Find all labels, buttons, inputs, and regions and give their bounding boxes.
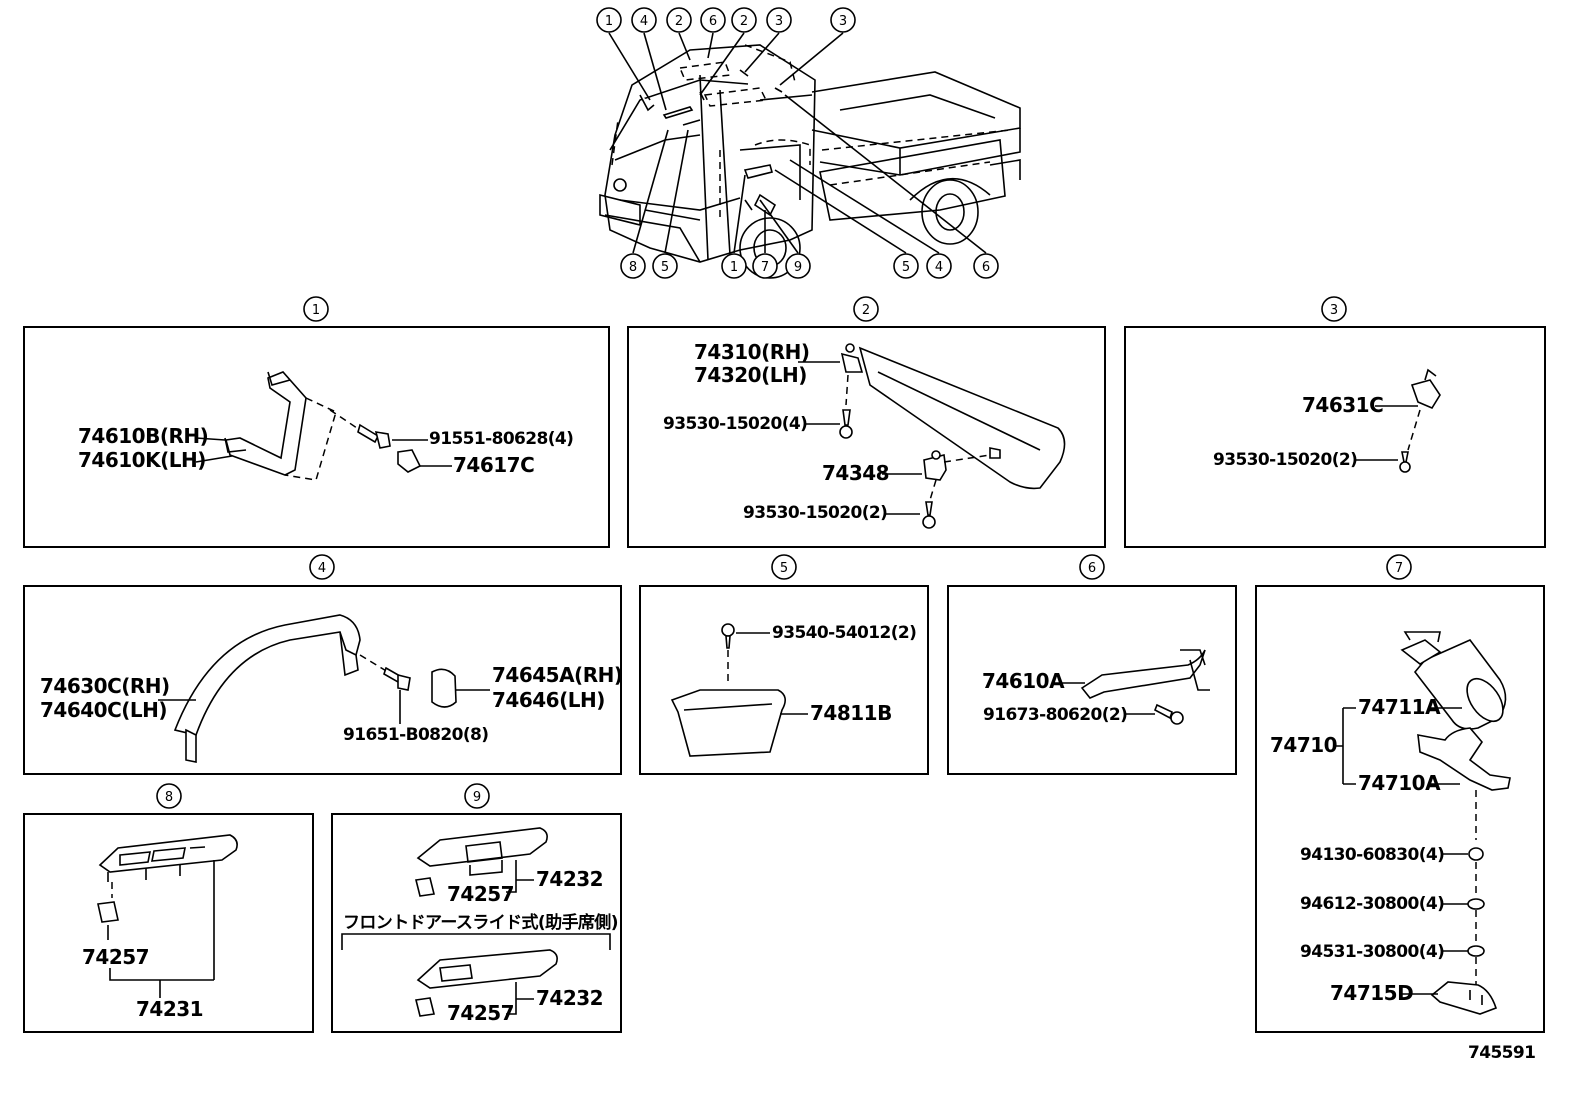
- svg-text:6: 6: [982, 260, 990, 275]
- part-74257-b8: 74257: [82, 945, 149, 969]
- box-6: 6 74610A 91673-80620(2): [947, 554, 1237, 775]
- part-74610K: 74610K(LH): [78, 448, 206, 472]
- part-74710A: 74710A: [1358, 771, 1441, 795]
- box-9: 9 74257 74232 フロントドアースライド式(助手席側) 74257 7…: [331, 783, 622, 1033]
- part-74320: 74320(LH): [694, 363, 807, 387]
- box-8-callout: 8: [156, 783, 182, 809]
- part-74231: 74231: [136, 997, 203, 1021]
- truck-leaders: [608, 32, 987, 254]
- part-74257-b9a: 74257: [447, 882, 514, 906]
- svg-text:4: 4: [935, 260, 943, 275]
- truck-callout-bottom-5: 5: [652, 253, 678, 279]
- svg-text:8: 8: [165, 790, 173, 805]
- truck-callout-top-2b: 2: [731, 7, 757, 33]
- svg-text:4: 4: [640, 14, 648, 29]
- part-94612-30800: 94612-30800(4): [1300, 894, 1444, 914]
- part-74232-b9b: 74232: [536, 986, 603, 1010]
- truck-callout-top-6: 6: [700, 7, 726, 33]
- part-74348: 74348: [822, 461, 889, 485]
- part-74610A: 74610A: [982, 669, 1065, 693]
- svg-text:6: 6: [709, 14, 717, 29]
- part-91551-80628: 91551-80628(4): [429, 429, 573, 449]
- sliding-door-note: フロントドアースライド式(助手席側): [343, 912, 618, 933]
- truck-callout-top-1: 1: [596, 7, 622, 33]
- part-74645A: 74645A(RH): [492, 663, 622, 687]
- box-7-callout: 7: [1386, 554, 1412, 580]
- part-74232-b9a: 74232: [536, 867, 603, 891]
- part-74640C: 74640C(LH): [40, 698, 167, 722]
- part-74631C: 74631C: [1302, 393, 1383, 417]
- truck-callout-bottom-5b: 5: [893, 253, 919, 279]
- svg-text:8: 8: [629, 260, 637, 275]
- svg-text:1: 1: [730, 260, 738, 275]
- truck-callout-top-3b: 3: [830, 7, 856, 33]
- svg-text:5: 5: [661, 260, 669, 275]
- truck-overview: 1 4 2 6 2 3 3 8 5 1 7 9 5 4 6: [596, 7, 1021, 279]
- truck-callout-bottom-1: 1: [721, 253, 747, 279]
- truck-callout-top-2: 2: [666, 7, 692, 33]
- svg-text:9: 9: [794, 260, 802, 275]
- svg-text:2: 2: [740, 14, 748, 29]
- part-74811B: 74811B: [810, 701, 892, 725]
- box-4-callout: 4: [309, 554, 335, 580]
- truck-callout-bottom-4: 4: [926, 253, 952, 279]
- svg-text:3: 3: [839, 14, 847, 29]
- svg-text:1: 1: [312, 303, 320, 318]
- box-9-callout: 9: [464, 783, 490, 809]
- part-74715D: 74715D: [1330, 981, 1413, 1005]
- svg-text:1: 1: [605, 14, 613, 29]
- part-94130-60830: 94130-60830(4): [1300, 845, 1444, 865]
- truck-callout-top-4: 4: [631, 7, 657, 33]
- svg-text:2: 2: [862, 303, 870, 318]
- svg-text:7: 7: [1395, 561, 1403, 576]
- box-3-callout: 3: [1321, 296, 1347, 322]
- part-74257-b9b: 74257: [447, 1001, 514, 1025]
- part-74711A: 74711A: [1358, 695, 1441, 719]
- box-1-callout: 1: [303, 296, 329, 322]
- figure-id: 745591: [1468, 1043, 1535, 1063]
- part-74617C: 74617C: [453, 453, 534, 477]
- svg-text:5: 5: [780, 561, 788, 576]
- svg-text:6: 6: [1088, 561, 1096, 576]
- svg-text:3: 3: [1330, 303, 1338, 318]
- part-74310: 74310(RH): [694, 340, 810, 364]
- truck-callout-bottom-9: 9: [785, 253, 811, 279]
- svg-text:7: 7: [761, 260, 769, 275]
- part-94531-30800: 94531-30800(4): [1300, 942, 1444, 962]
- box-7: 7 74711A 74710 74710A 94130-60830(4) 946…: [1255, 554, 1545, 1033]
- truck-callout-top-3: 3: [766, 7, 792, 33]
- part-74646: 74646(LH): [492, 688, 605, 712]
- box-5: 5 93540-54012(2) 74811B: [639, 554, 929, 775]
- part-74610B: 74610B(RH): [78, 424, 208, 448]
- truck-callout-bottom-7: 7: [752, 253, 778, 279]
- part-93540-54012: 93540-54012(2): [772, 623, 916, 643]
- part-91673-80620: 91673-80620(2): [983, 705, 1127, 725]
- box-6-callout: 6: [1079, 554, 1105, 580]
- part-93530-15020-2b: 93530-15020(2): [1213, 450, 1357, 470]
- svg-text:9: 9: [473, 790, 481, 805]
- box-2-callout: 2: [853, 296, 879, 322]
- svg-text:2: 2: [675, 14, 683, 29]
- box-8: 8 74257 74231: [23, 783, 314, 1033]
- box-1: 1 74610B(RH) 74610K(LH) 91551-80628(4) 7…: [23, 296, 610, 548]
- box-4: 4 74630C(RH) 74640C(LH) 74645A(RH) 74646…: [23, 554, 623, 775]
- truck-callout-bottom-8: 8: [620, 253, 646, 279]
- part-93530-15020-2: 93530-15020(2): [743, 503, 887, 523]
- part-93530-15020-4: 93530-15020(4): [663, 414, 807, 434]
- part-91651-B0820: 91651-B0820(8): [343, 725, 488, 745]
- box-2: 2 74310(RH) 74320(LH) 93530-15020(4) 743…: [627, 296, 1106, 548]
- svg-text:4: 4: [318, 561, 326, 576]
- part-74630C: 74630C(RH): [40, 674, 170, 698]
- truck-callout-bottom-6: 6: [973, 253, 999, 279]
- svg-text:3: 3: [775, 14, 783, 29]
- svg-text:5: 5: [902, 260, 910, 275]
- box-5-callout: 5: [771, 554, 797, 580]
- part-74710: 74710: [1270, 733, 1337, 757]
- box-3: 3 74631C 93530-15020(2): [1124, 296, 1546, 548]
